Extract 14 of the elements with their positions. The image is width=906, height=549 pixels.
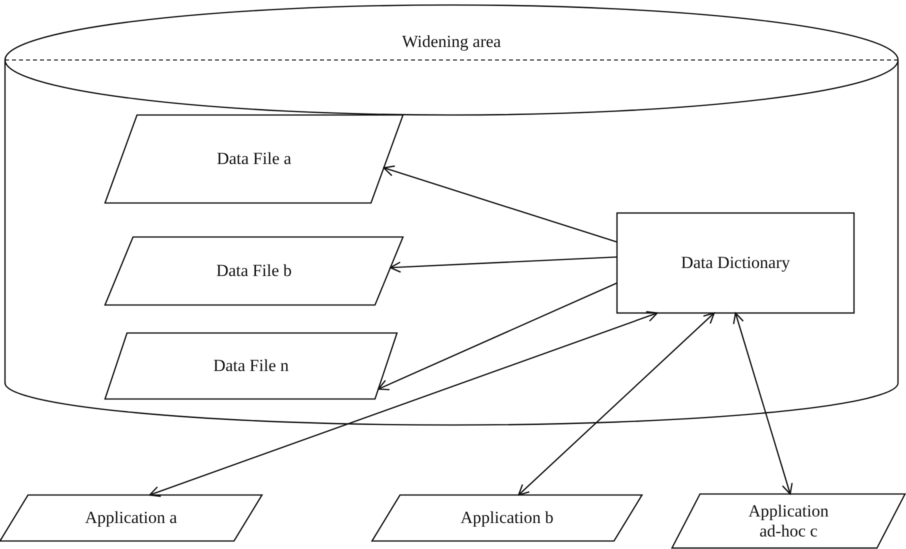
arrow bbox=[390, 256, 618, 273]
arrow bbox=[732, 312, 793, 495]
node-label: Application a bbox=[84, 508, 178, 528]
node-label: Data Dictionary bbox=[680, 253, 792, 273]
area-title: Widening area bbox=[401, 32, 502, 52]
arrow bbox=[378, 282, 618, 390]
arrow bbox=[149, 311, 658, 497]
node-label: Data File a bbox=[216, 149, 292, 169]
node-label: Application ad-hoc c bbox=[747, 501, 830, 541]
arrow bbox=[383, 165, 618, 243]
arrow bbox=[518, 312, 715, 496]
node-label: Data File b bbox=[215, 261, 293, 281]
node-label: Data File n bbox=[212, 356, 290, 376]
node-label: Application b bbox=[459, 508, 554, 528]
